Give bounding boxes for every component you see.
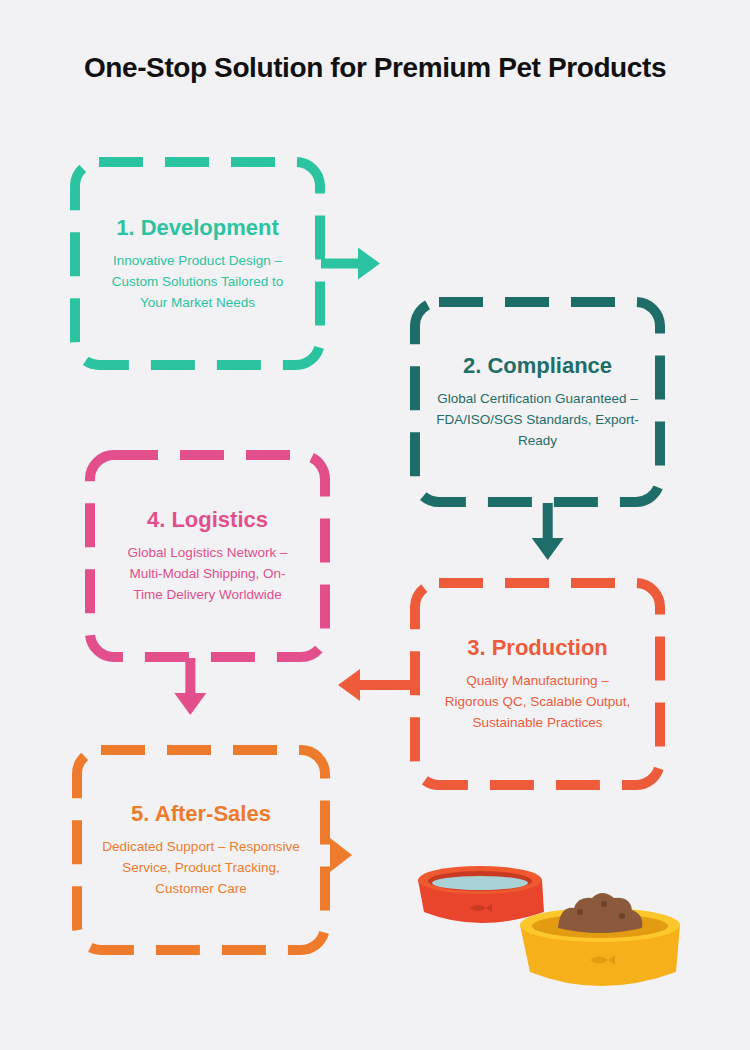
flow-arrow [321, 248, 380, 280]
process-box: 3. ProductionQuality Manufacturing – Rig… [410, 578, 665, 790]
flow-arrow [174, 658, 206, 715]
step-description: Global Certification Guaranteed – FDA/IS… [424, 388, 652, 451]
arrow-head [532, 538, 564, 560]
step-description: Innovative Product Design – Custom Solut… [100, 250, 296, 313]
process-box: 2. ComplianceGlobal Certification Guaran… [410, 297, 665, 507]
arrow-shaft [185, 658, 195, 695]
process-box: 4. LogisticsGlobal Logistics Network – M… [85, 450, 330, 662]
step-title: 4. Logistics [147, 507, 268, 533]
box-border [77, 750, 325, 950]
trailing-arrow [330, 838, 352, 872]
box-content: 5. After-SalesDedicated Support – Respon… [72, 745, 330, 955]
box-content: 2. ComplianceGlobal Certification Guaran… [410, 297, 665, 507]
step-description: Quality Manufacturing – Rigorous QC, Sca… [438, 670, 638, 733]
diagram-title: One-Stop Solution for Premium Pet Produc… [0, 52, 750, 84]
box-border [75, 162, 320, 365]
box-content: 1. DevelopmentInnovative Product Design … [70, 157, 325, 370]
step-description: Dedicated Support – Responsive Service, … [96, 836, 306, 899]
arrow-head [358, 248, 380, 280]
process-box: 1. DevelopmentInnovative Product Design … [70, 157, 325, 370]
step-title: 5. After-Sales [131, 801, 271, 827]
process-box: 5. After-SalesDedicated Support – Respon… [72, 745, 330, 955]
box-content: 3. ProductionQuality Manufacturing – Rig… [410, 578, 665, 790]
box-border [415, 583, 660, 785]
step-title: 3. Production [467, 635, 608, 661]
arrow-shaft [358, 680, 414, 690]
box-content: 4. LogisticsGlobal Logistics Network – M… [85, 450, 330, 662]
flow-arrow [532, 503, 564, 560]
arrow-head [338, 669, 360, 701]
arrow-shaft [321, 259, 360, 269]
box-border [415, 302, 660, 502]
red-bowl [418, 866, 544, 923]
flow-arrow [338, 669, 414, 701]
arrow-shaft [543, 503, 553, 540]
yellow-bowl [520, 893, 680, 986]
arrow-head [174, 693, 206, 715]
step-title: 2. Compliance [463, 353, 612, 379]
box-border [90, 455, 325, 657]
step-description: Global Logistics Network – Multi-Modal S… [115, 542, 300, 605]
step-title: 1. Development [116, 215, 279, 241]
